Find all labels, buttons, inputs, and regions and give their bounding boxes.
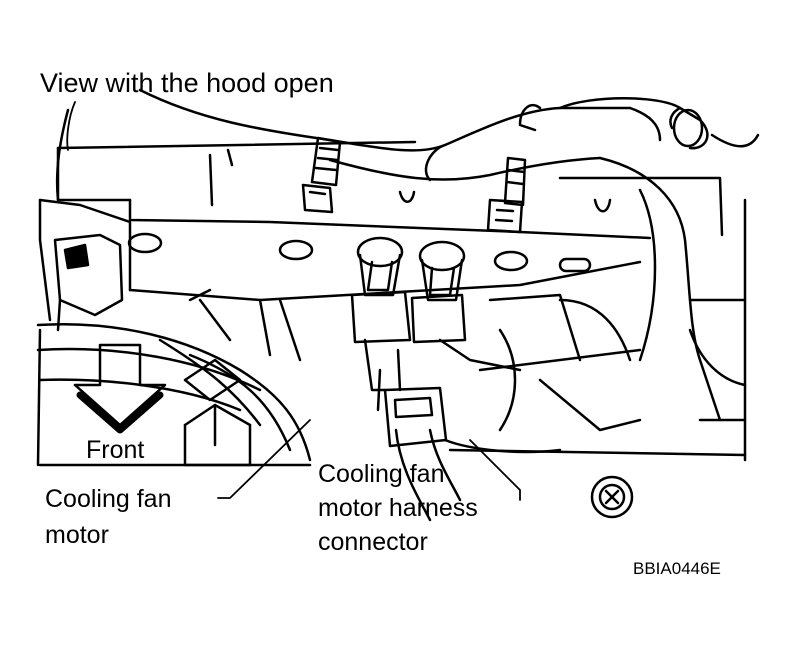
cooling-fan-motor-line-2: motor bbox=[45, 521, 109, 549]
upper-hose bbox=[55, 88, 709, 202]
hose-clamp-right bbox=[486, 156, 527, 234]
front-arrow bbox=[73, 343, 167, 434]
cooling-fan-motor-line-1: Cooling fan bbox=[45, 485, 172, 513]
fan-motor-leader bbox=[217, 419, 311, 499]
figure-title: View with the hood open bbox=[40, 68, 334, 98]
side-bracket bbox=[38, 198, 124, 332]
harness-connector-line-2: motor harness bbox=[318, 494, 478, 522]
lower-hose bbox=[558, 156, 747, 462]
bolt-icon bbox=[590, 475, 634, 519]
leader-lines bbox=[66, 101, 521, 501]
title-leader bbox=[66, 101, 76, 151]
figure-code: BBIA0446E bbox=[633, 559, 721, 578]
hose-clamp-left bbox=[301, 136, 342, 214]
front-label: Front bbox=[86, 436, 145, 464]
harness-connector-line-3: connector bbox=[318, 528, 428, 556]
harness-connector-label: Cooling fan motor harness connector bbox=[318, 457, 478, 559]
rail-holes bbox=[127, 232, 592, 273]
cooling-fan-motor-label: Cooling fan motor bbox=[45, 481, 171, 553]
sensors bbox=[350, 236, 522, 392]
harness-leader bbox=[469, 439, 521, 501]
cooling-fan-motor-art bbox=[36, 288, 312, 467]
harness-connector-line-1: Cooling fan bbox=[318, 460, 445, 488]
harness-connector-art bbox=[376, 293, 747, 522]
